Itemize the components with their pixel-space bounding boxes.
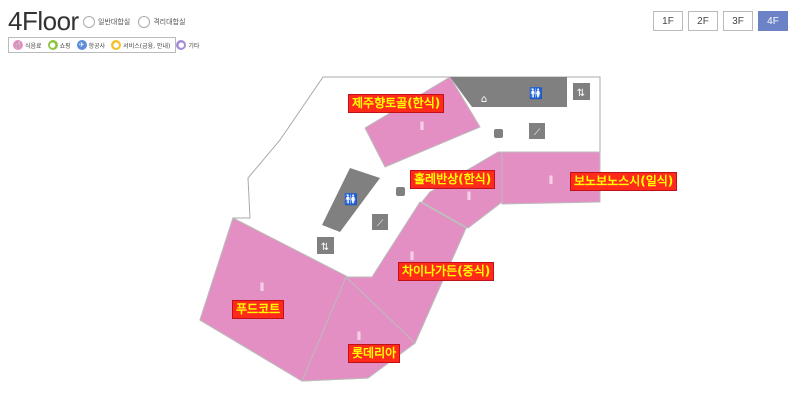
elevator-glyph: ⇅ [577, 88, 585, 99]
elevator-icon[interactable] [573, 83, 590, 100]
store-label-bonobono[interactable]: 보노보노스시(일식) [570, 172, 678, 191]
store-label-hollebansang[interactable]: 홀레반상(한식) [410, 170, 496, 189]
floor-title: 4Floor [8, 6, 79, 36]
airline-icon: ✈ [76, 40, 87, 50]
radio-label: 일반대합실 [98, 18, 131, 26]
prayer-room-icon: ⌂ [481, 94, 487, 105]
legend-label: 서비스(금융, 안내) [123, 42, 171, 50]
category-legend: 🍴 식음료 ● 쇼핑 ✈ 항공사 ● 서비스(금융, 안내) ● 기타 [8, 37, 199, 53]
store-bonobono[interactable] [501, 151, 601, 205]
service-icon: ● [111, 40, 122, 50]
legend-label: 항공사 [88, 42, 106, 50]
floor-selector: 1F 2F 3F 4F [653, 11, 788, 31]
store-label-lotteria[interactable]: 롯데리아 [348, 344, 401, 363]
restroom-block-center[interactable] [322, 168, 380, 232]
fork-knife-icon: ǁ [260, 282, 264, 292]
fork-knife-icon: ǁ [357, 331, 361, 341]
legend-label: 기타 [188, 42, 200, 50]
radio-general-lounge[interactable]: 일반대합실 [83, 16, 130, 28]
store-label-chinagarden[interactable]: 차이나가든(중식) [398, 262, 495, 281]
restroom-icon: 🚻 [344, 193, 358, 206]
escalator-glyph: ⟋ [377, 219, 384, 229]
fork-knife-icon: ǁ [549, 175, 553, 185]
fork-knife-icon: 🍴 [13, 40, 23, 50]
radio-quarantine-lounge[interactable]: 격리대합실 [138, 16, 185, 28]
floor-button-3f[interactable]: 3F [723, 11, 753, 31]
escalator-icon[interactable] [372, 214, 388, 230]
fork-knife-icon: ǁ [410, 251, 414, 261]
restroom-block-top-right[interactable] [503, 77, 567, 107]
radio-button[interactable] [138, 16, 151, 28]
info-icon[interactable] [494, 129, 503, 138]
store-label-foodcourt[interactable]: 푸드코트 [232, 300, 285, 319]
floor-button-4f[interactable]: 4F [758, 11, 788, 31]
radio-button[interactable] [83, 16, 95, 28]
legend-item-shopping[interactable]: ● 쇼핑 [47, 40, 71, 50]
legend-label: 쇼핑 [59, 42, 71, 50]
shopping-icon: ● [47, 40, 58, 50]
legend-item-etc[interactable]: ● 기타 [176, 40, 199, 50]
fork-knife-icon: ǁ [467, 191, 471, 201]
etc-icon: ● [176, 40, 187, 50]
elevator-glyph: ⇅ [321, 242, 329, 253]
info-icon[interactable] [396, 187, 405, 196]
legend-item-airline[interactable]: ✈ 항공사 [76, 40, 106, 50]
legend-label: 식음료 [25, 42, 42, 50]
fork-knife-icon: ǁ [420, 121, 424, 131]
legend-item-food[interactable]: 🍴 식음료 [13, 40, 42, 50]
restroom-icon: 🚻 [529, 87, 543, 100]
radio-label: 격리대합실 [153, 18, 186, 26]
floor-button-2f[interactable]: 2F [688, 11, 718, 31]
elevator-icon[interactable] [317, 237, 334, 254]
store-label-jeju[interactable]: 제주향토골(한식) [348, 94, 445, 113]
restroom-block-top[interactable] [450, 77, 503, 107]
legend-item-service[interactable]: ● 서비스(금융, 안내) [111, 40, 170, 50]
lounge-radio-group: 일반대합실 격리대합실 [83, 16, 185, 28]
escalator-glyph: ⟋ [534, 128, 541, 138]
floor-button-1f[interactable]: 1F [653, 11, 683, 31]
escalator-icon[interactable] [529, 123, 545, 139]
